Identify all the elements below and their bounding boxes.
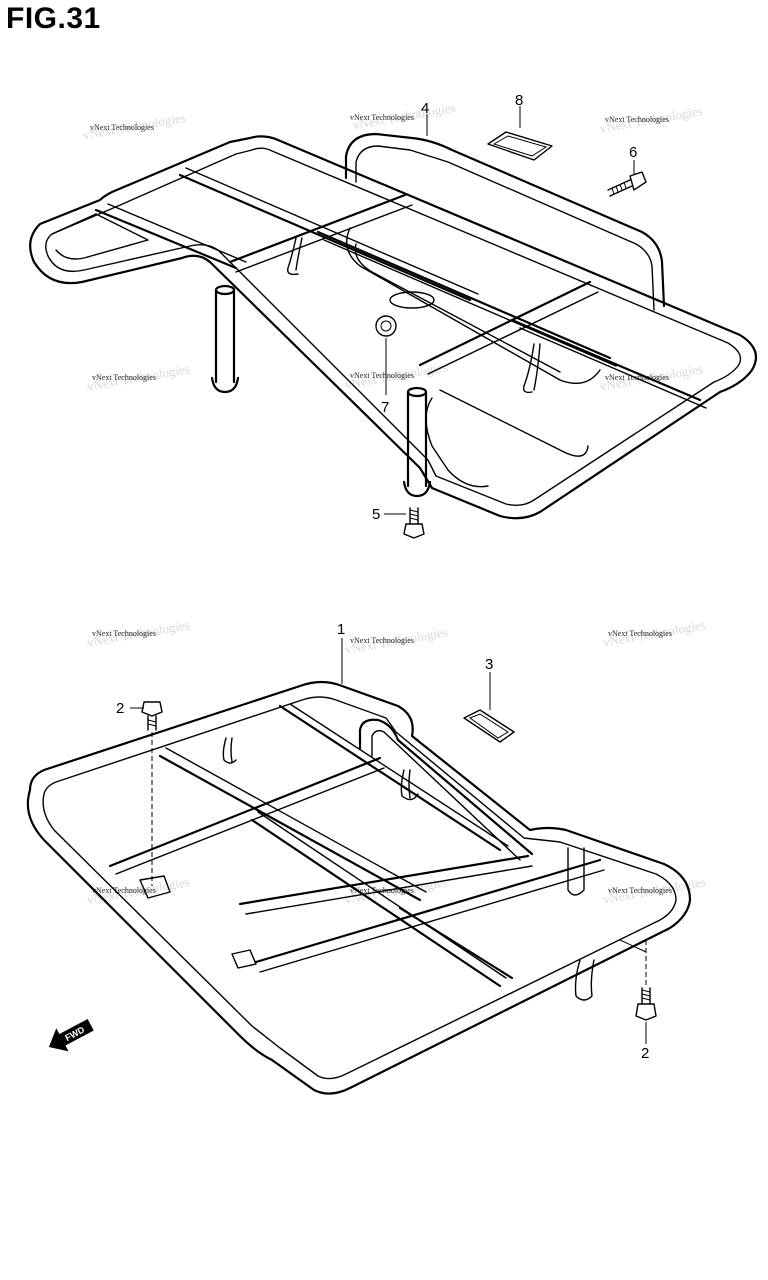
watermark: vNext Technologies <box>605 373 669 382</box>
watermark: vNext Technologies <box>350 371 414 380</box>
grab-handle-inner <box>355 145 655 311</box>
rack-crossbar <box>257 811 507 979</box>
watermark: vNext Technologies <box>92 629 156 638</box>
rack-lower-rail <box>346 227 601 384</box>
callout-7: 7 <box>381 399 389 416</box>
rack-crossbar <box>259 869 605 973</box>
rack-crossbar <box>519 327 707 409</box>
rack-crossbar <box>185 167 479 295</box>
rack-stay <box>574 959 595 1001</box>
fwd-arrow-icon: FWD <box>48 1019 94 1052</box>
watermark: vNext Technologies <box>92 886 156 895</box>
rack-leg-left <box>210 284 240 394</box>
rack-crossbar <box>158 754 422 902</box>
rack-crossbar <box>228 193 407 264</box>
callout-6: 6 <box>629 144 637 161</box>
rack-crossbar <box>238 854 530 906</box>
leaders-top <box>384 106 635 515</box>
rack-crossbar <box>245 865 533 915</box>
rack-stay <box>567 847 585 896</box>
rack-left-loop <box>51 213 149 260</box>
rack-crossbar <box>316 230 612 360</box>
rack-guard-inner <box>371 729 521 861</box>
rack-bracket <box>231 949 257 969</box>
watermark: vNext Technologies <box>608 629 672 638</box>
bolt-2-right <box>635 987 657 1021</box>
watermark: vNext Technologies <box>350 636 414 645</box>
bolt-6 <box>607 171 647 197</box>
watermark: vNext Technologies <box>90 123 154 132</box>
rack-crossbar <box>94 208 238 270</box>
callout-1: 1 <box>337 621 345 638</box>
rack-crossbar <box>418 280 592 367</box>
rack-crossbar <box>510 318 702 402</box>
rack-bracket <box>139 875 171 899</box>
rack-crossbar <box>289 703 509 847</box>
rack-stay <box>287 237 299 276</box>
rack-mount-plate <box>389 291 435 309</box>
bolt-2-left <box>141 701 163 731</box>
rear-carrier-assembly <box>29 132 758 520</box>
rack-stay <box>408 769 411 799</box>
rack-crossbar <box>108 756 382 868</box>
rack-outer-frame <box>29 135 758 520</box>
rack-crossbar <box>250 818 502 988</box>
rack-right-loop <box>425 397 489 488</box>
rack-crossbar <box>165 747 427 893</box>
front-carrier-assembly <box>26 680 692 1095</box>
rack-stay <box>522 343 535 394</box>
watermark: vNext Technologies <box>608 886 672 895</box>
watermark: vNext Technologies <box>605 115 669 124</box>
rack-crossbar <box>115 767 385 875</box>
rack-stay <box>533 343 541 391</box>
callout-5: 5 <box>372 506 380 523</box>
rack-lower-rail <box>354 243 561 373</box>
rack-stay <box>230 737 233 763</box>
bolt-5 <box>403 507 425 539</box>
callout-3: 3 <box>485 656 493 673</box>
callout-4: 4 <box>421 100 429 117</box>
reflector-top <box>487 131 553 161</box>
rack-stay <box>295 237 303 271</box>
rack-crossbar <box>323 239 617 367</box>
callout-8: 8 <box>515 92 523 109</box>
rack-lower-rail <box>439 389 589 457</box>
rack-crossbar <box>235 204 413 273</box>
rack-crossbar <box>427 291 599 375</box>
watermark: vNext Technologies <box>92 373 156 382</box>
callout-2: 2 <box>116 700 124 717</box>
figure-title: FIG.31 <box>6 2 101 35</box>
grab-handle <box>344 132 666 308</box>
rack-inner-frame <box>45 147 742 507</box>
reflector-bottom <box>463 709 515 743</box>
rack-crossbar <box>398 906 514 980</box>
rack-leg-right <box>402 386 432 498</box>
watermarks: vNext Technologies vNext Technologies vN… <box>82 100 707 907</box>
rack-crossbar <box>278 704 502 852</box>
rack-crossbar <box>107 203 247 263</box>
rack-inner-frame <box>42 696 677 1080</box>
rack-outer-frame <box>26 680 692 1095</box>
rack-guard <box>358 718 534 856</box>
rack-stay <box>222 737 237 764</box>
nut-7 <box>375 315 397 337</box>
rack-stay <box>400 769 419 801</box>
leaders-bottom <box>130 638 647 1044</box>
callout-2: 2 <box>641 1045 649 1062</box>
rack-crossbar <box>254 858 602 964</box>
watermark: vNext Technologies <box>350 113 414 122</box>
